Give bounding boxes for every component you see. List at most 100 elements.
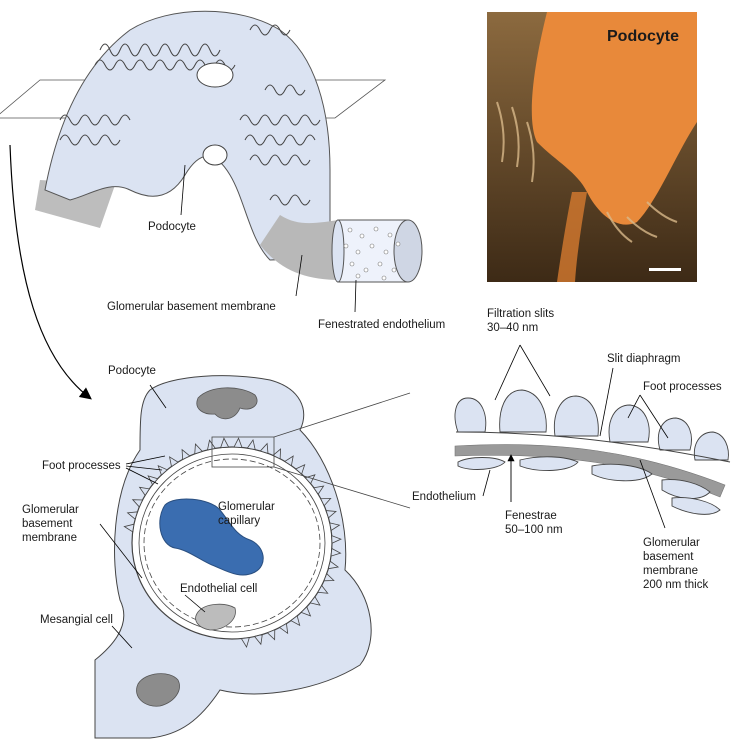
foot-process-tooth (131, 499, 144, 508)
label-fenestrated: Fenestrated endothelium (318, 319, 445, 331)
podocyte-gap (196, 62, 234, 88)
label-foot-processes-left: Foot processes (42, 460, 121, 472)
sem-micrograph: Podocyte (487, 12, 697, 282)
foot-process-tooth (278, 622, 289, 635)
foot-process-tooth (272, 448, 282, 460)
foot-process-teeth (123, 437, 342, 649)
label-slit-diaphragm: Slit diaphragm (607, 353, 681, 365)
foot-process-tooth (181, 448, 191, 461)
foot-process-tooth (313, 485, 325, 495)
foot-process-tooth (290, 615, 301, 627)
foot-process-tooth (246, 438, 256, 451)
leader-filtration-2 (519, 344, 551, 397)
magnified-foot-processes (454, 389, 729, 461)
foot-process-tooth (300, 606, 312, 617)
label-filtration-2: 30–40 nm (487, 322, 538, 334)
label-podocyte-cross: Podocyte (108, 365, 156, 377)
leader-fenestrated (354, 279, 357, 313)
gbm-band-right (260, 215, 340, 280)
leader-podocyte-cross (149, 384, 167, 409)
label-gbm-left-3: membrane (22, 532, 77, 544)
foot-process-tooth (266, 629, 276, 641)
foot-process-tooth (304, 474, 316, 485)
foot-process-tooth (323, 572, 335, 582)
mesangial-nucleus (136, 673, 180, 707)
foot-process-tooth (294, 464, 306, 475)
leader-fp-right-1 (627, 394, 641, 419)
leader-mesangial (111, 625, 133, 649)
label-gbm-right-4: 200 nm thick (643, 579, 708, 591)
foot-process-tooth (329, 522, 341, 532)
label-filtration-1: Filtration slits (487, 308, 554, 320)
label-gbm-right-1: Glomerular (643, 537, 700, 549)
foot-process-tooth (309, 595, 321, 606)
foot-process-tooth (194, 443, 203, 455)
magnified-gbm-band (454, 444, 726, 498)
fenestrated-cylinder (331, 219, 423, 283)
magnified-endothelium (457, 456, 721, 515)
label-gbm-right-3: membrane (643, 565, 698, 577)
label-fenestrae-1: Fenestrae (505, 510, 557, 522)
foot-process-tooth (168, 456, 179, 468)
foot-process-tooth (327, 560, 340, 570)
leader-filtration-1 (494, 344, 521, 401)
foot-process-tooth (284, 455, 294, 467)
foot-process-tooth (240, 637, 250, 649)
photo-title: Podocyte (607, 28, 680, 45)
foot-process-tooth (253, 633, 263, 646)
foot-process-tooth (157, 464, 169, 476)
leader-gbm-top (295, 254, 303, 297)
label-gbm-right-2: basement (643, 551, 694, 563)
label-gbm-left-1: Glomerular (22, 504, 79, 516)
slit-diaphragm-line (455, 431, 731, 463)
label-gbm-left-2: basement (22, 518, 73, 530)
top-podocyte-illustration: Podocyte Glomerular basement membrane Fe… (0, 10, 445, 331)
zoom-line-top (273, 392, 411, 438)
label-glom-cap-1: Glomerular (218, 501, 275, 513)
leader-endothelium (482, 469, 491, 497)
foot-process-tooth (317, 584, 329, 594)
leader-podocyte-top (180, 164, 186, 216)
leader-fp-2 (125, 465, 163, 471)
foot-process-tooth (325, 510, 337, 519)
leader-slit-diaphragm (599, 367, 614, 437)
foot-process-tooth (220, 437, 230, 449)
glomerular-capillary-blob (159, 498, 264, 576)
leader-fp-1 (125, 455, 166, 465)
endothelium-cross (143, 458, 321, 628)
leader-gbm-left (99, 523, 143, 579)
foot-process-texture (59, 24, 321, 206)
label-endothelium: Endothelium (412, 491, 476, 503)
foot-process-tooth (330, 547, 342, 557)
foot-process-tooth (331, 535, 342, 544)
endothelial-nucleus (195, 603, 236, 631)
label-endothelial-cell: Endothelial cell (180, 583, 257, 595)
foot-process-tooth (126, 511, 138, 520)
leader-endothelial (184, 594, 206, 613)
label-podocyte-top: Podocyte (148, 221, 196, 233)
label-gbm-top: Glomerular basement membrane (107, 301, 276, 313)
cross-section: Podocyte Foot processes Glomerular basem… (22, 365, 411, 739)
micrograph-image (487, 12, 697, 282)
transition-arrow (9, 144, 92, 400)
zoom-box (211, 436, 275, 468)
gbm-cross (138, 453, 326, 633)
foot-process-tooth (320, 497, 332, 507)
foot-process-tooth (259, 442, 269, 454)
podocyte-gap (202, 144, 228, 166)
label-mesangial-cell: Mesangial cell (40, 614, 113, 626)
label-glom-cap-2: capillary (218, 515, 260, 527)
foot-process-tooth (138, 486, 151, 497)
magnified-barrier: Filtration slits 30–40 nm Slit diaphragm… (412, 308, 731, 591)
podocyte-nucleus (196, 387, 258, 420)
zoom-line-bottom (273, 466, 411, 509)
foot-process-tooth (233, 437, 243, 448)
label-foot-processes-right: Foot processes (643, 381, 722, 393)
leader-gbm-right (639, 459, 666, 529)
scale-bar (649, 268, 681, 271)
leader-fp-right-2 (639, 394, 669, 439)
leader-fp-3 (125, 467, 159, 485)
label-fenestrae-2: 50–100 nm (505, 524, 563, 536)
